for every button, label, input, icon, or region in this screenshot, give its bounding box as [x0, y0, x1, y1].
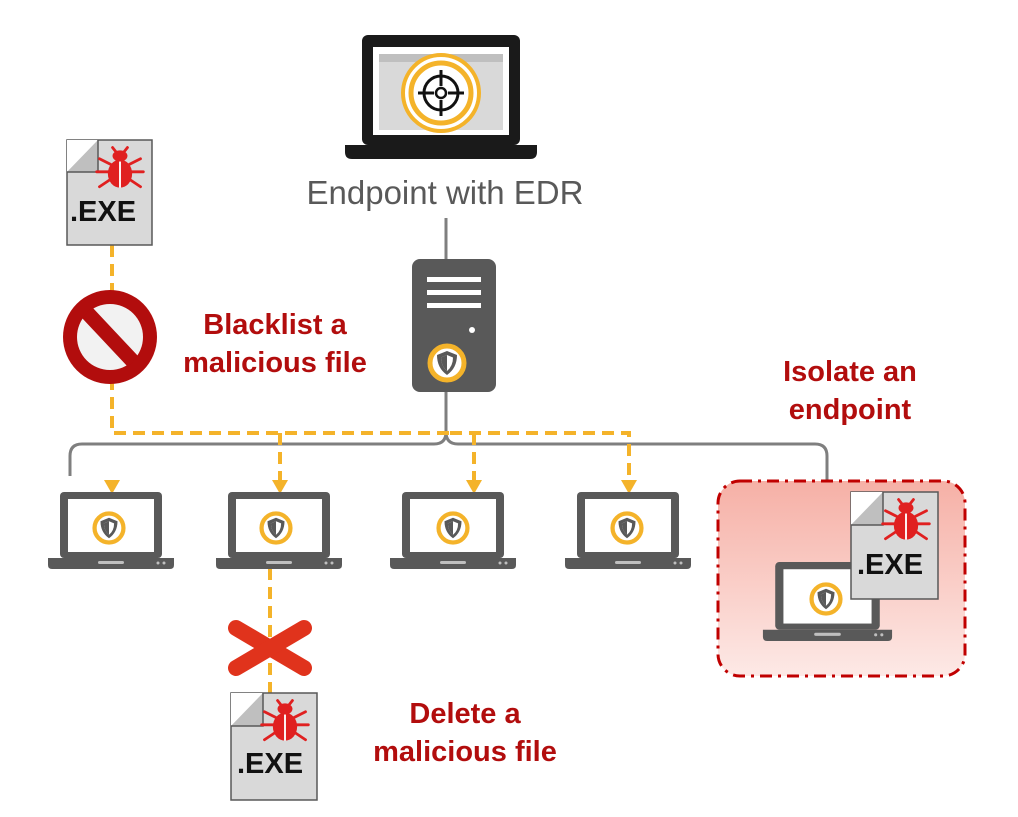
prohibition-icon: [63, 290, 157, 384]
isolate-line-2: endpoint: [788, 394, 912, 426]
command-arrows: [104, 480, 637, 494]
isolate-line-1: Isolate an: [783, 356, 917, 388]
file-label: .EXE: [857, 549, 923, 581]
malicious-file-blacklist: .EXE: [66, 139, 153, 246]
crosshair-icon: [401, 53, 481, 133]
isolate-action-label: Isolate an endpoint: [740, 353, 960, 429]
server-shield-icon: [430, 346, 464, 380]
delete-line-1: Delete a: [409, 698, 521, 730]
malicious-file-deleted: .EXE: [230, 692, 318, 801]
shield-icon: [262, 514, 291, 543]
file-label: .EXE: [70, 196, 136, 228]
shield-icon: [95, 514, 124, 543]
network-bracket: [68, 431, 829, 480]
shield-icon: [613, 514, 642, 543]
shield-icon: [812, 585, 841, 614]
blacklist-action-label: Blacklist a malicious file: [160, 306, 390, 382]
delete-action-label: Delete a malicious file: [350, 695, 580, 771]
file-label: .EXE: [237, 748, 303, 780]
shield-icon: [439, 514, 468, 543]
blacklist-line-2: malicious file: [183, 347, 367, 379]
delete-line-2: malicious file: [373, 736, 557, 768]
malicious-file-isolated: .EXE: [850, 491, 939, 600]
endpoint-label: Endpoint with EDR: [306, 174, 584, 211]
blacklist-line-1: Blacklist a: [203, 309, 347, 341]
x-mark-icon: [228, 620, 312, 676]
